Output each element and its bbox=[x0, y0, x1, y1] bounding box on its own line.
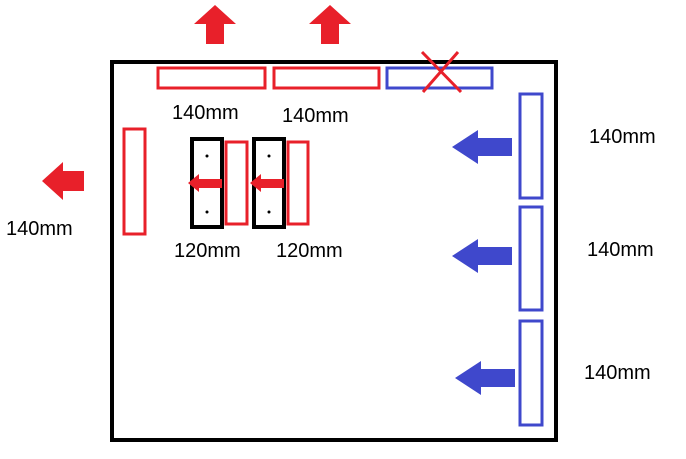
cpu-fan-1 bbox=[224, 140, 249, 226]
heatsink-dot bbox=[205, 210, 209, 214]
front-fan-1 bbox=[518, 92, 544, 200]
front-fan-3 bbox=[518, 319, 544, 427]
arrow-icon bbox=[250, 174, 284, 192]
front-fan-1-label: 140mm bbox=[589, 126, 656, 148]
case-outline bbox=[110, 60, 558, 442]
top-fan-1-label: 140mm bbox=[172, 102, 239, 124]
front-fan-2 bbox=[518, 205, 544, 312]
arrow-icon bbox=[455, 361, 515, 395]
arrow-icon bbox=[188, 174, 222, 192]
front-fan-2-label: 140mm bbox=[587, 239, 654, 261]
heatsink-dot bbox=[205, 154, 209, 158]
front-fan-3-label: 140mm bbox=[584, 362, 651, 384]
arrow-icon bbox=[309, 5, 351, 44]
cpu-fan-2 bbox=[286, 140, 310, 226]
arrow-icon bbox=[194, 5, 236, 44]
heatsink-dot bbox=[267, 210, 271, 214]
cpu-fan-1-label: 120mm bbox=[174, 240, 241, 262]
heatsink-dot bbox=[267, 154, 271, 158]
top-fan-2 bbox=[272, 66, 381, 90]
arrow-icon bbox=[42, 162, 84, 200]
arrow-icon bbox=[452, 130, 512, 164]
rear-fan-label: 140mm bbox=[6, 218, 73, 240]
x-mark-icon bbox=[420, 50, 463, 94]
arrow-icon bbox=[452, 239, 512, 273]
top-fan-2-label: 140mm bbox=[282, 105, 349, 127]
rear-fan bbox=[122, 127, 147, 236]
cpu-fan-2-label: 120mm bbox=[276, 240, 343, 262]
top-fan-1 bbox=[156, 66, 267, 90]
